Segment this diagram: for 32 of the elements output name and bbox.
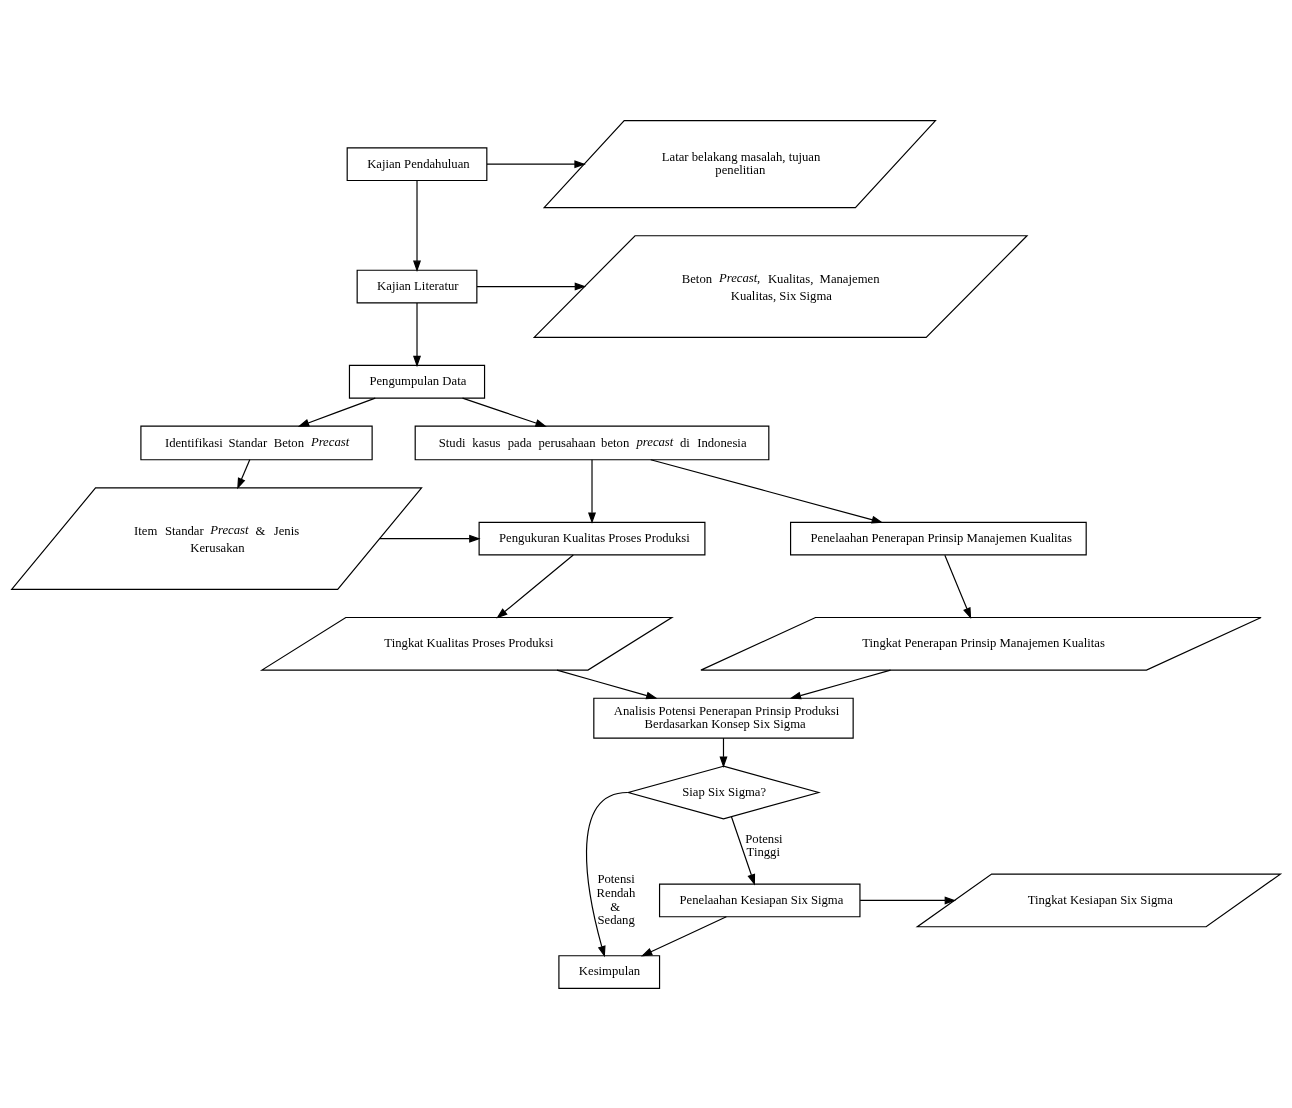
arrow: [730, 815, 756, 886]
node-box: Analisis Potensi Penerapan Prinsip Produksi Berdasarkan Konsep Six Sigma: [593, 697, 854, 739]
node-box: Pengumpulan Data: [348, 364, 486, 399]
arrow: [944, 554, 972, 619]
node-box: Kajian Literatur: [356, 269, 478, 303]
node-box: Studi kasus pada perusahaan beton precast di Indonesia: [414, 425, 770, 460]
node-box: Penelaahan Penerapan Prinsip Manajemen Kualitas: [790, 521, 1087, 556]
arrow: [461, 397, 547, 427]
arrow: [413, 301, 421, 367]
arrow: [585, 791, 628, 957]
arrow: [588, 458, 596, 524]
arrow: [379, 534, 481, 543]
arrow: [496, 553, 574, 619]
arrow: [719, 737, 728, 768]
arrow: [297, 397, 376, 427]
edge-label: Potensi Rendah & Sedang: [596, 871, 636, 927]
arrow: [789, 669, 892, 699]
arrow: [237, 458, 251, 489]
node-box: Pengukuran Kualitas Proses Produksi: [478, 521, 706, 556]
node-box: Penelaahan Kesiapan Six Sigma: [658, 883, 861, 917]
arrow: [650, 458, 884, 524]
node-box: Kesimpulan: [558, 954, 661, 989]
arrow: [486, 159, 586, 168]
arrow: [413, 179, 421, 272]
node-box: Kajian Pendahuluan: [346, 146, 488, 181]
edge-label: Potensi Tinggi: [745, 831, 783, 859]
arrow: [859, 895, 957, 904]
arrow: [476, 282, 587, 291]
arrow: [640, 915, 727, 956]
arrow: [556, 669, 658, 699]
node-diamond: Siap Six Sigma?: [626, 765, 821, 819]
node-box: Identifikasi Standar Beton Precast: [140, 425, 373, 460]
